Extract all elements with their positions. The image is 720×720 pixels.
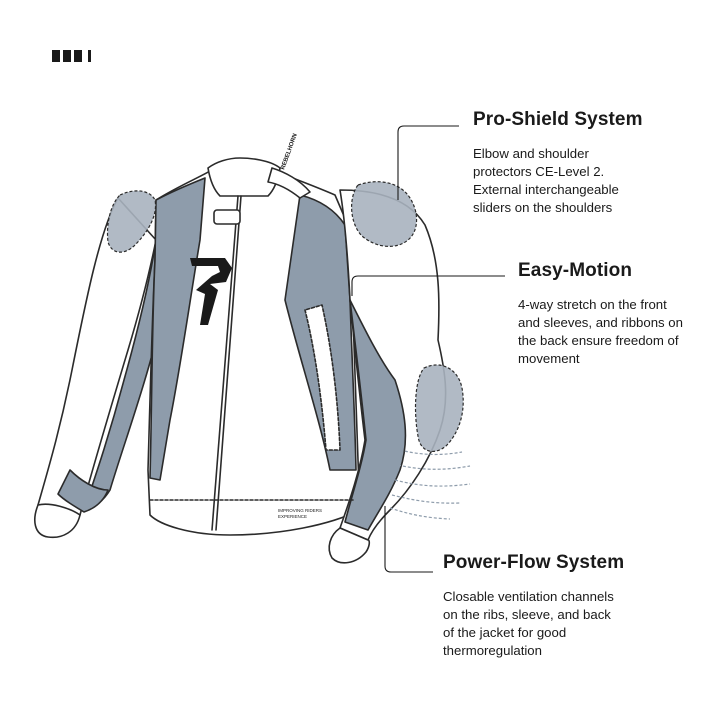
zipper-pull	[213, 209, 241, 225]
side-vent	[304, 304, 341, 451]
callout-pro-shield: Pro-Shield System Elbow and shoulder pro…	[473, 109, 713, 217]
callout-title: Pro-Shield System	[473, 109, 643, 130]
callout-easy-motion: Easy-Motion 4-way stretch on the front a…	[518, 260, 718, 368]
left-cuff	[34, 503, 81, 539]
callout-power-flow: Power-Flow System Closable ventilation c…	[443, 552, 693, 660]
callout-description: Elbow and shoulder protectors CE-Level 2…	[473, 146, 619, 215]
leader-line-easy-motion	[351, 275, 505, 296]
elbow-protector	[414, 364, 464, 453]
callout-title: Easy-Motion	[518, 260, 633, 281]
rebelhorn-logo-icon	[190, 258, 232, 325]
left-shoulder-protector	[106, 190, 157, 253]
collar-stand	[267, 167, 311, 199]
left-torso-panel	[149, 177, 206, 481]
callout-description: Closable ventilation channels on the rib…	[443, 589, 614, 658]
right-cuff	[328, 527, 371, 564]
zipper	[211, 195, 239, 531]
hem-text-line2: EXPERIENCE	[278, 514, 307, 519]
leader-line-power-flow	[384, 506, 433, 573]
airflow-lines	[389, 449, 471, 520]
collar	[207, 157, 281, 197]
collar-brand-text: REBELHORN	[280, 133, 299, 171]
leader-line-pro-shield	[397, 125, 459, 200]
right-sleeve-panel	[344, 299, 407, 531]
brand-bars-icon	[52, 50, 91, 62]
left-forearm-panel	[57, 469, 109, 513]
callout-title: Power-Flow System	[443, 552, 625, 573]
hem-text-line1: IMPROVING RIDERS	[278, 508, 322, 513]
callout-description: 4-way stretch on the front and sleeves, …	[518, 297, 683, 366]
